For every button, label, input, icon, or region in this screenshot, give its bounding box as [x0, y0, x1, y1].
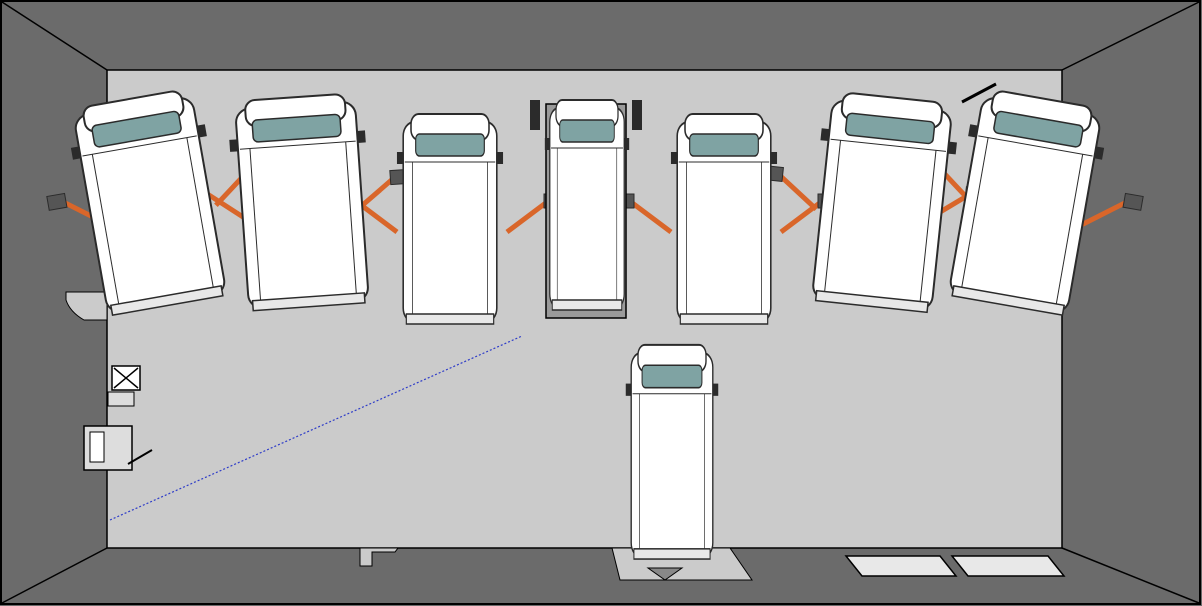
- roll-up-door-2: [950, 555, 1066, 577]
- guide-line: [109, 335, 523, 521]
- wall-edge: [1061, 1, 1200, 71]
- wrench-icon: [961, 82, 997, 104]
- wheel-balancer: [83, 425, 153, 471]
- van-bay-3: [395, 113, 505, 325]
- wall-edge: [1, 1, 108, 71]
- post-icon: [632, 100, 642, 130]
- van-parked-center: [624, 343, 720, 561]
- wall-edge: [1, 547, 108, 604]
- wall-edge: [1061, 547, 1200, 604]
- side-door: [65, 291, 108, 321]
- roll-up-door-1: [844, 555, 958, 577]
- tool-cart: [107, 365, 141, 407]
- van-bay-5: [669, 113, 779, 325]
- entrance-arrow-icon: [646, 567, 684, 581]
- van-bay-2: [225, 91, 378, 313]
- van-bay-4: [543, 99, 631, 311]
- post-icon: [530, 100, 540, 130]
- rear-door: [359, 547, 399, 567]
